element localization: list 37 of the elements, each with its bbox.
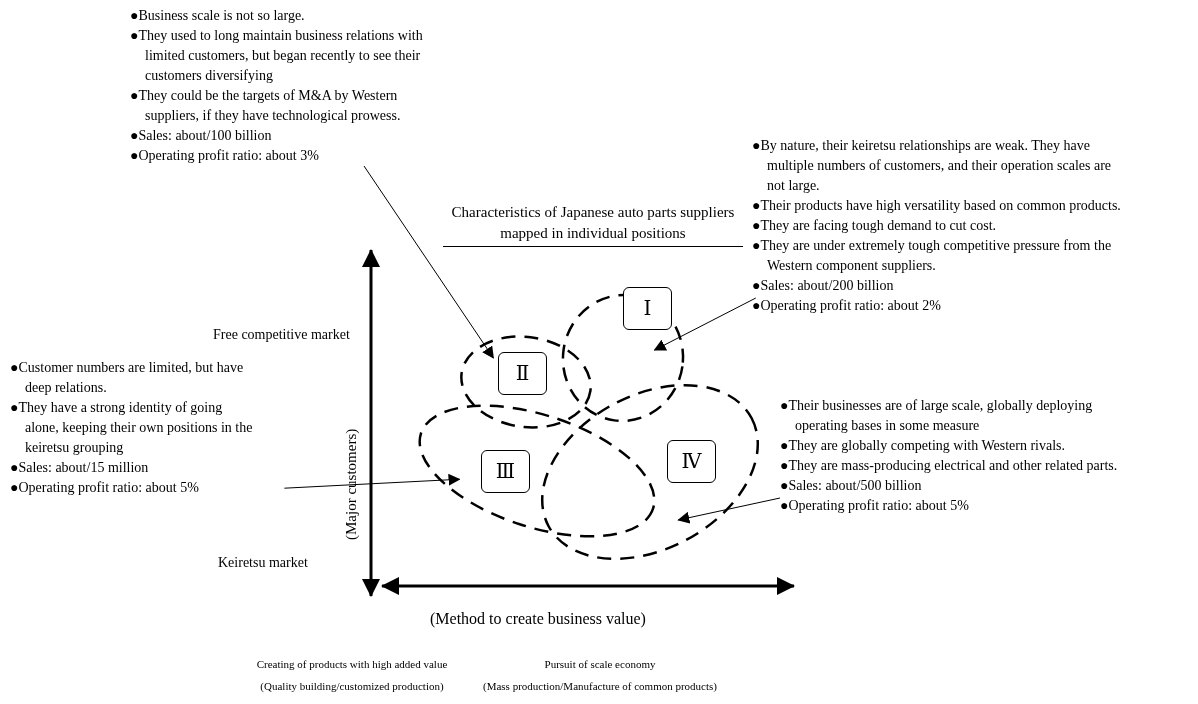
bullet-text: ●Operating profit ratio: about 3% [130, 147, 320, 165]
arrow [363, 165, 494, 359]
bullet-text: ●Business scale is not so large. [130, 7, 306, 25]
arrow [653, 297, 757, 351]
bullet-text: ●Operating profit ratio: about 2% [752, 297, 942, 315]
bullet-text: ●By nature, their keiretsu relationships are weak. They have multiple numbers of customers, and their operation scales are not large. [752, 137, 1113, 195]
bullet-text: ●They could be the targets of M&A by Western suppliers, if they have technological prowess. [130, 87, 402, 125]
bullet-text: ●Sales: about/500 billion [780, 477, 923, 495]
bullet-text: ●Operating profit ratio: about 5% [10, 479, 200, 497]
arrow [283, 473, 461, 489]
numeral-box: Ⅳ [667, 440, 716, 483]
axis-label: Keiretsu market [218, 555, 308, 571]
bullet-text: ●Sales: about/200 billion [752, 277, 895, 295]
title-text: Characteristics of Japanese auto parts suppliers mapped in individual positions [450, 203, 736, 243]
axis-label: (Major customers) [343, 428, 360, 540]
category-label: (Mass production/Manufacture of common products) [483, 680, 717, 692]
bullet-text: ●They have a strong identity of going alone, keeping their own positions in the keiretsu grouping [10, 399, 254, 457]
numeral-box: Ⅱ [498, 352, 547, 395]
category-label: Creating of products with high added value [256, 658, 448, 670]
numeral-box: Ⅰ [623, 287, 672, 330]
category-label: Pursuit of scale economy [544, 658, 656, 670]
bullet-text: ●They used to long maintain business relations with limited customers, but began recently to see their customers diversifying [130, 27, 424, 85]
bullet-text: ●Operating profit ratio: about 5% [780, 497, 970, 515]
bullet-text: ●Sales: about/100 billion [130, 127, 273, 145]
bullet-text: ●They are globally competing with Western rivals. [780, 437, 1067, 455]
axis-label: (Method to create business value) [430, 610, 646, 628]
bullet-text: ●They are mass-producing electrical and other related parts. [780, 457, 1119, 475]
axis-label: Free competitive market [213, 327, 350, 343]
category-label: (Quality building/customized production) [260, 680, 444, 692]
bullet-text: ●They are facing tough demand to cut cost. [752, 217, 998, 235]
bullet-text: ●Their businesses are of large scale, globally deploying operating bases in some measure [780, 397, 1094, 435]
arrow [677, 497, 781, 524]
bullet-text: ●Sales: about/15 million [10, 459, 150, 477]
bullet-text: ●Customer numbers are limited, but have deep relations. [10, 359, 245, 397]
bullet-text: ●They are under extremely tough competitive pressure from the Western component suppliers. [752, 237, 1113, 275]
bullet-text: ●Their products have high versatility based on common products. [752, 197, 1122, 215]
numeral-box: Ⅲ [481, 450, 530, 493]
